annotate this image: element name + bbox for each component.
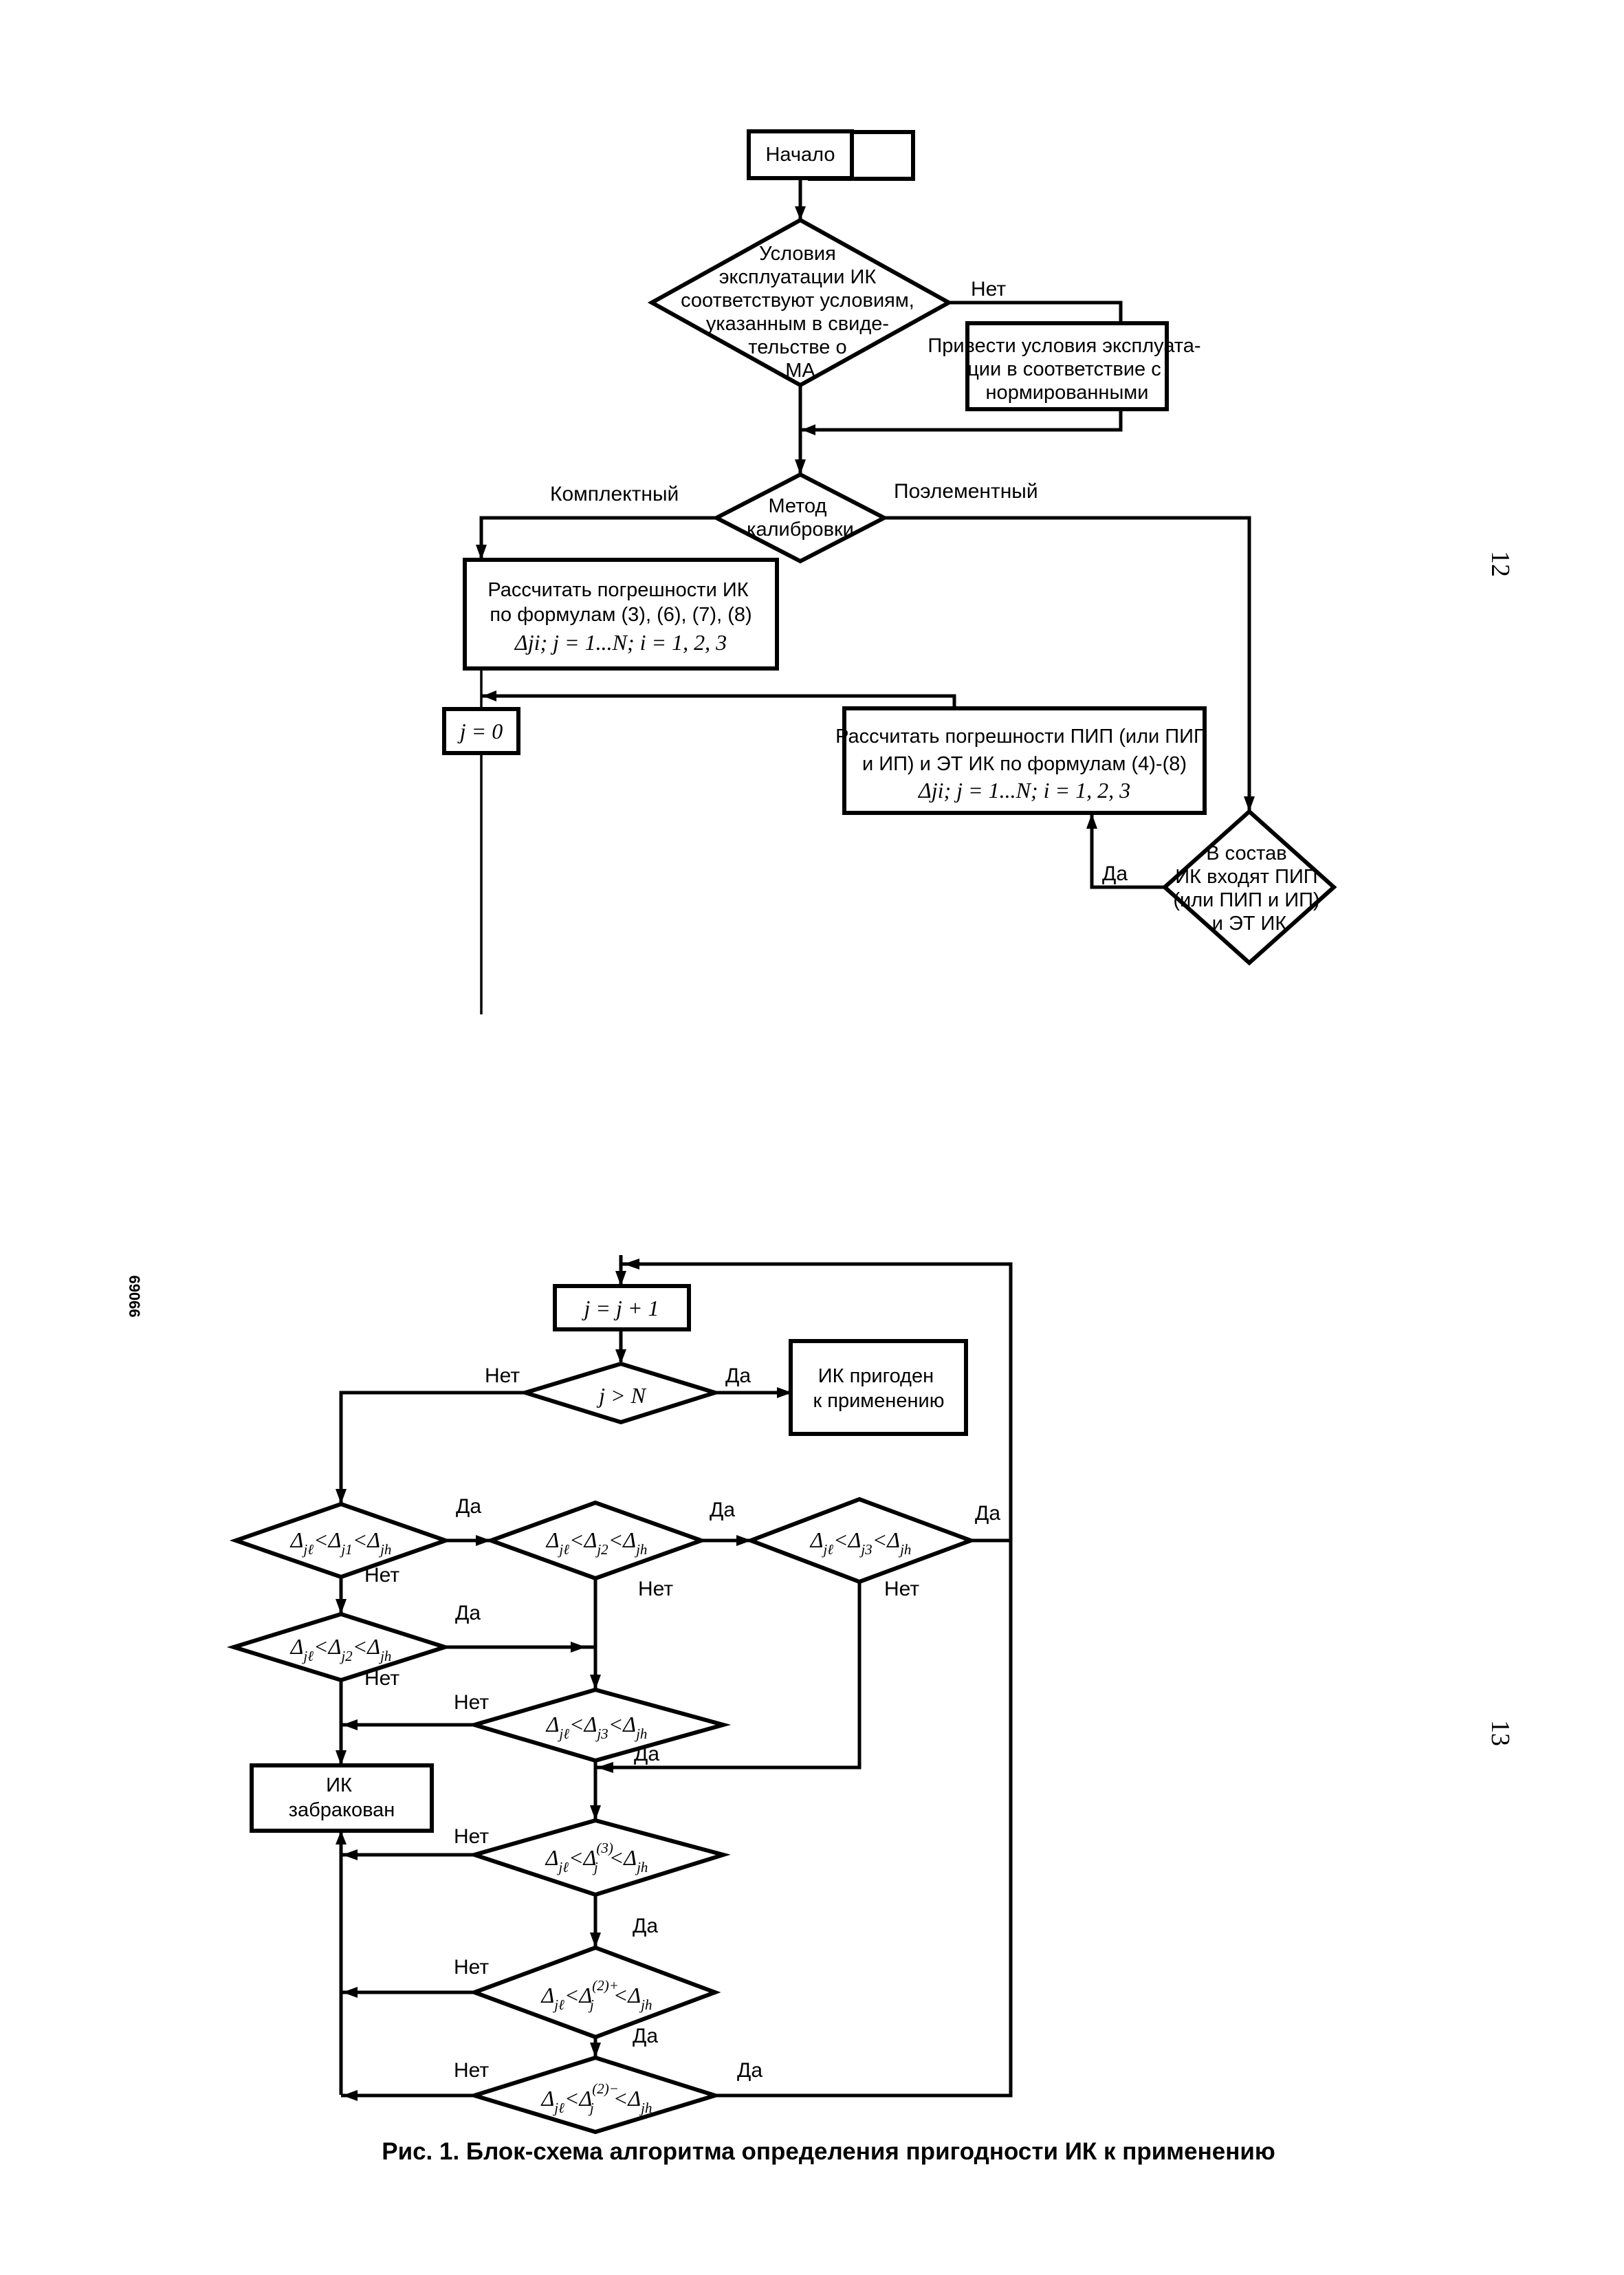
arrow-head (336, 1831, 347, 1844)
start-label: Начало (765, 144, 835, 166)
page-number-13: 13 (1486, 1720, 1515, 1746)
j-init-text: j = 0 (457, 719, 503, 743)
connector-cond-no (949, 301, 1123, 323)
e2plus-no-label: Нет (454, 1956, 489, 1979)
arrow-head (624, 1259, 639, 1270)
svg-text:Δjℓ<Δj1<Δjh: Δjℓ<Δj1<Δjh (289, 1527, 392, 1558)
adjust-conditions-box (965, 321, 1169, 411)
arrow-head (590, 2043, 601, 2058)
method-element-label: Поэлементный (894, 480, 1038, 503)
arrow-head (476, 1535, 491, 1546)
connector-composition-yes (1090, 815, 1165, 889)
calc-element-formula: Δji; j = 1...N; i = 1, 2, 3 (917, 778, 1130, 803)
calc-element-errors-box (842, 706, 1207, 815)
check-f2minus-decision: Δjℓ<Δ(2)−j<Δjh (467, 2055, 723, 2135)
arrow-head (590, 1675, 601, 1690)
arrow-head (777, 1387, 792, 1398)
svg-text:Δjℓ<Δj2<Δjh: Δjℓ<Δj2<Δjh (545, 1527, 648, 1558)
arrow-head (342, 2090, 358, 2101)
check-d3-decision: Δjℓ<Δ(3)j<Δjh (467, 1818, 731, 1897)
e2plus-yes-label: Да (633, 2025, 658, 2047)
method-decision (712, 472, 889, 564)
check-c3-decision: Δjℓ<Δj3<Δjh (467, 1687, 732, 1763)
arrow-head (476, 545, 487, 560)
arrow-head (590, 1933, 601, 1948)
arrow-head (571, 1642, 586, 1653)
calc-complete-formula: Δji; j = 1...N; i = 1, 2, 3 (514, 630, 727, 655)
arrow-head (736, 1535, 751, 1546)
arrow-head (1244, 796, 1255, 812)
calc-element-text: Рассчитать погрешности ПИП (или ПИП и ИП… (835, 726, 1214, 775)
arrow-head (342, 1987, 358, 1998)
composition-decision (1161, 808, 1337, 966)
arrow-head (795, 206, 806, 220)
svg-text:Δjℓ<Δ(2)−j<Δjh: Δjℓ<Δ(2)−j<Δjh (540, 2080, 652, 2116)
arrow-head (336, 1489, 347, 1504)
suitable-box (789, 1339, 968, 1436)
j-increment-text: j = j + 1 (582, 1296, 659, 1320)
svg-text:Δjℓ<Δ(2)+j<Δjh: Δjℓ<Δ(2)+j<Δjh (540, 1977, 652, 2013)
connector-j-check-no (339, 1391, 525, 1503)
arrow-head (336, 1599, 347, 1614)
arrow-head (615, 1349, 626, 1364)
svg-text:Δjℓ<Δj3<Δjh: Δjℓ<Δj3<Δjh (809, 1527, 912, 1558)
f2minus-yes-label: Да (737, 2059, 762, 2082)
page-number-12: 12 (1486, 551, 1515, 577)
method-decision-text: Метод калибровки (747, 495, 854, 541)
calc-complete-text: Рассчитать погрешности ИК по формулам (3… (487, 579, 754, 626)
svg-text:Δjℓ<Δj2<Δjh: Δjℓ<Δj2<Δjh (289, 1634, 392, 1664)
arrow-head (597, 1762, 613, 1773)
arrow-head (615, 1271, 626, 1286)
a1-no-label: Нет (364, 1564, 399, 1587)
j-check-no-label: Нет (485, 1364, 520, 1387)
arrow-head (795, 459, 806, 475)
connector-adjust-return (800, 409, 1123, 432)
connector-f2minus-yes (715, 1960, 1013, 2098)
a1-yes-label: Да (456, 1495, 481, 1518)
arrow-head (342, 1719, 358, 1730)
b2-yes-label: Да (455, 1602, 481, 1624)
a2-no-label: Нет (638, 1578, 673, 1600)
j-check-yes-label: Да (725, 1364, 751, 1387)
calc-errors-box (463, 558, 779, 671)
b2-no-label: Нет (364, 1667, 399, 1690)
connector-loop-back (622, 1262, 1013, 1960)
suitable-text: ИК пригоден к применению (813, 1365, 945, 1412)
conditions-decision-text: Условия эксплуатации ИК соответствуют ус… (681, 243, 920, 382)
connector-method-complete (479, 516, 716, 558)
arrow-head (342, 1849, 358, 1860)
rejected-text: ИК забракован (289, 1774, 395, 1821)
composition-yes-label: Да (1102, 862, 1128, 885)
d3-yes-label: Да (633, 1915, 658, 1937)
a3-yes-label: Да (975, 1502, 1000, 1525)
check-a2-decision: Δjℓ<Δj2<Δjh (485, 1500, 707, 1581)
check-b2-decision: Δjℓ<Δj2<Δjh (226, 1611, 452, 1683)
check-a1-decision: Δjℓ<Δj1<Δjh (229, 1501, 452, 1580)
arrow-head (483, 690, 496, 701)
f2minus-no-label: Нет (454, 2059, 489, 2082)
arrow-head (1086, 814, 1097, 829)
margin-code: 69066 (126, 1275, 143, 1317)
method-complete-label: Комплектный (550, 483, 679, 505)
j-check-decision (518, 1361, 723, 1425)
d3-no-label: Нет (454, 1825, 489, 1848)
svg-text:Δjℓ<Δj3<Δjh: Δjℓ<Δj3<Δjh (545, 1712, 648, 1742)
arrow-head (336, 1750, 347, 1765)
connector-a3-no (595, 1582, 862, 1770)
figure-caption: Рис. 1. Блок-схема алгоритма определения… (382, 2138, 1275, 2165)
a3-no-label: Нет (884, 1578, 919, 1600)
composition-decision-text: В состав ИК входят ПИП (или ПИП и ИП) и … (1173, 842, 1325, 935)
arrow-head (802, 424, 815, 435)
check-e2plus-decision: Δjℓ<Δ(2)+j<Δjh (468, 1945, 721, 2040)
a2-yes-label: Да (710, 1499, 735, 1521)
j-check-text: j > N (596, 1383, 646, 1408)
cond-no-label: Нет (971, 278, 1006, 301)
svg-text:Δjℓ<Δ(3)j<Δjh: Δjℓ<Δ(3)j<Δjh (545, 1840, 648, 1875)
adjust-conditions-text: Привести условия эксплуата- ции в соотве… (928, 335, 1206, 404)
c3-no-label: Нет (454, 1691, 489, 1714)
check-a3-decision: Δjℓ<Δj3<Δjh (745, 1496, 977, 1585)
arrow-head (590, 1805, 601, 1820)
connector-method-element (884, 516, 1251, 810)
